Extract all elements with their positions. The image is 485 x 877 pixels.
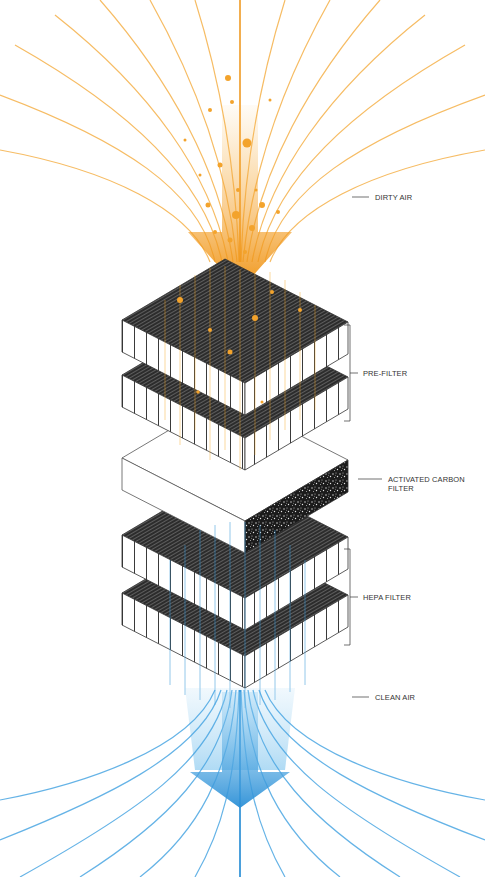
part-label: DIRTY AIR [375,193,412,202]
clean-air-arrow [190,692,290,808]
streamline [258,45,465,262]
bracket [344,549,358,645]
clean-air-streamlines [0,690,485,877]
particle [218,163,223,168]
particle [213,230,217,234]
particle [196,390,200,394]
streamline [265,690,485,800]
bracket [344,325,358,421]
particle [228,350,233,355]
particle [259,202,265,208]
particle [208,108,212,112]
streamline [100,0,233,262]
streamline [270,150,485,262]
particle [243,250,247,254]
leader-lines [344,197,382,697]
streamline [15,45,222,262]
part-label: ACTIVATED CARBON FILTER [388,475,474,493]
particle [230,100,234,104]
particle [276,210,280,214]
particle [255,189,258,192]
streamline [259,690,485,840]
particle [261,401,264,404]
streamline [0,150,210,262]
particle [199,174,202,177]
leader-line [358,479,382,480]
leader-line [352,197,369,198]
particle [269,99,272,102]
particle [243,139,252,148]
particle [232,211,240,219]
particle [228,238,233,243]
particle [206,203,211,208]
particle [208,328,212,332]
part-label: PRE-FILTER [363,369,407,378]
dirty-air-flow-lines [165,266,315,470]
particle [298,308,302,312]
particle [177,297,183,303]
pre-filter-layer [122,259,348,415]
particle [236,188,240,192]
particle [252,315,258,321]
clean-air-flow-lines [170,522,305,708]
particle [225,75,231,81]
streamline [247,0,380,262]
streamline [0,690,221,840]
leader-line [352,697,369,698]
particle [184,139,187,142]
particle [270,290,274,294]
particle [249,225,255,231]
part-label: HEPA FILTER [363,593,411,602]
part-label: CLEAN AIR [375,693,415,702]
dirty-air-arrow [188,105,292,290]
dust-particles [177,75,302,404]
streamline [0,690,215,800]
